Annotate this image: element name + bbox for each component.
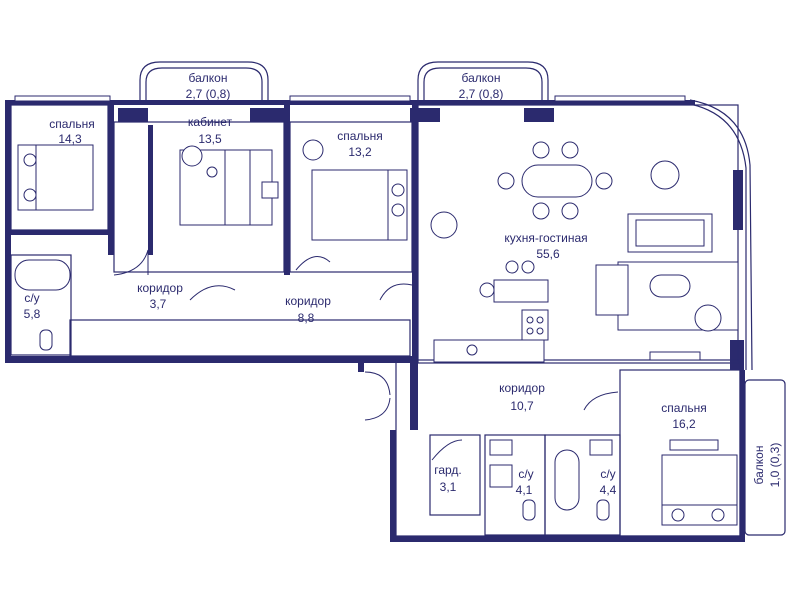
room-outlines [10, 104, 786, 537]
room-bathroom-1-name: с/у [24, 291, 39, 305]
room-bathroom-2-area: 4,1 [516, 483, 533, 497]
room-corridor-3-name: коридор [499, 381, 545, 395]
furniture [14, 139, 739, 526]
room-balcony-2-area: 2,7 (0,8) [459, 87, 504, 101]
room-bedroom-2-area: 13,2 [348, 145, 372, 159]
room-bedroom-1-area: 14,3 [58, 132, 82, 146]
room-bedroom-3-name: спальня [661, 401, 707, 415]
room-bathroom-3-area: 4,4 [600, 483, 617, 497]
room-bathroom-3-name: с/у [600, 467, 615, 481]
room-bedroom-2-name: спальня [337, 129, 383, 143]
room-office-name: кабинет [188, 115, 233, 129]
room-balcony-3-area: 1,0 (0,3) [768, 443, 782, 488]
room-corridor-2-name: коридор [285, 294, 331, 308]
room-wardrobe-name: гард. [434, 463, 462, 477]
windows [14, 95, 686, 102]
room-corridor-3-area: 10,7 [510, 399, 534, 413]
room-balcony-2-name: балкон [462, 71, 501, 85]
room-office-area: 13,5 [198, 132, 222, 146]
room-wardrobe-area: 3,1 [440, 480, 457, 494]
room-bedroom-1-name: спальня [49, 117, 95, 131]
room-balcony-3-name: балкон [752, 446, 766, 485]
balconies [118, 61, 554, 122]
room-labels: спальня 14,3 кабинет 13,5 спальня 13,2 б… [24, 71, 782, 497]
room-kitchen-living-area: 55,6 [536, 247, 560, 261]
room-bathroom-2-name: с/у [518, 467, 533, 481]
room-corridor-1-area: 3,7 [150, 297, 167, 311]
room-bedroom-3-area: 16,2 [672, 417, 696, 431]
room-corridor-2-area: 8,8 [298, 311, 315, 325]
room-balcony-1-area: 2,7 (0,8) [186, 87, 231, 101]
room-corridor-1-name: коридор [137, 281, 183, 295]
room-bathroom-1-area: 5,8 [24, 307, 41, 321]
room-balcony-1-name: балкон [189, 71, 228, 85]
doors [113, 249, 619, 461]
room-kitchen-living-name: кухня-гостиная [504, 231, 587, 245]
